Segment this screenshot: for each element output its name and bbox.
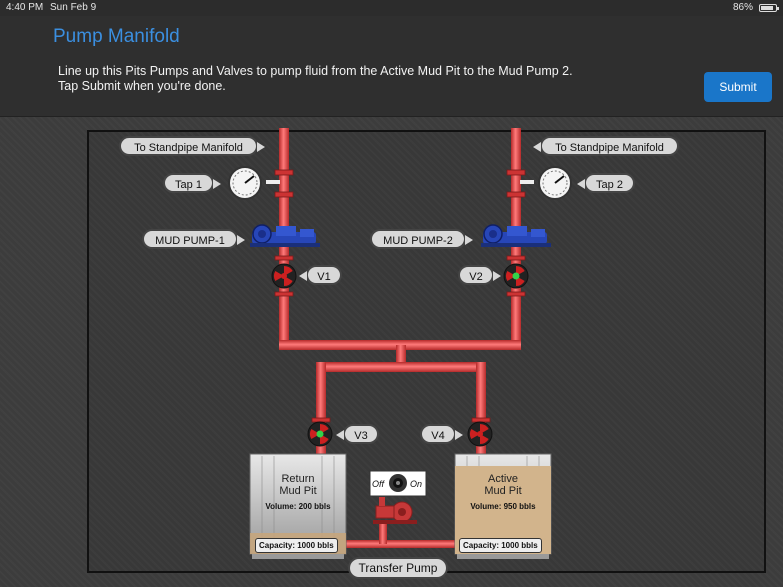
pipe-center-stem xyxy=(396,345,406,367)
tap-1-label[interactable]: Tap 1 xyxy=(163,173,221,193)
flange xyxy=(506,291,526,297)
return-pit-volume: Volume: 200 bbls xyxy=(265,502,331,511)
pipe-left-drop xyxy=(316,362,326,457)
flange xyxy=(506,169,526,176)
flange xyxy=(471,417,491,423)
active-pit-volume: Volume: 950 bbls xyxy=(470,502,536,511)
status-bar: 4:40 PM Sun Feb 9 86% xyxy=(0,0,783,16)
active-pit-line-2: Mud Pit xyxy=(484,485,522,497)
gauge-icon[interactable] xyxy=(538,166,572,200)
standpipe-manifold-right-label: To Standpipe Manifold xyxy=(533,136,679,156)
switch-off-label: Off xyxy=(372,479,385,489)
status-date: Sun Feb 9 xyxy=(50,2,97,13)
standpipe-manifold-left-label: To Standpipe Manifold xyxy=(119,136,265,156)
flange xyxy=(274,291,294,297)
tap-stub-left xyxy=(266,180,280,184)
instruction-text: Line up this Pits Pumps and Valves to pu… xyxy=(58,64,573,94)
instruction-line-2: Tap Submit when you're done. xyxy=(58,79,226,93)
flange xyxy=(506,191,526,198)
return-pit-capacity: Capacity: 1000 bbls xyxy=(255,538,338,553)
diagram-frame xyxy=(87,130,766,573)
pipe-lower-header xyxy=(316,362,486,372)
active-pit-capacity: Capacity: 1000 bbls xyxy=(459,538,542,553)
active-pit-title: Active Mud Pit xyxy=(455,473,551,497)
valve-v4-label: V4 xyxy=(420,424,463,444)
battery-icon xyxy=(759,4,779,12)
status-time: 4:40 PM xyxy=(6,2,44,13)
valve-v3-label: V3 xyxy=(336,424,379,444)
pipe-transfer-up xyxy=(379,522,387,544)
active-pit-line-1: Active xyxy=(488,473,518,485)
valve-v1-label: V1 xyxy=(299,265,342,285)
gauge-icon[interactable] xyxy=(228,166,262,200)
submit-button[interactable]: Submit xyxy=(704,72,772,102)
flange xyxy=(274,191,294,198)
return-pit-line-2: Mud Pit xyxy=(279,485,317,497)
valve-v1-icon[interactable] xyxy=(271,263,297,289)
switch-on-label: On xyxy=(410,479,423,489)
mud-pump-1-icon[interactable] xyxy=(250,224,320,247)
header: Pump Manifold Line up this Pits Pumps an… xyxy=(0,16,783,117)
main-area xyxy=(0,117,783,587)
mud-pump-1-label: MUD PUMP-1 xyxy=(142,229,245,249)
mud-pump-2-icon[interactable] xyxy=(481,224,551,247)
transfer-pump-switch[interactable] xyxy=(369,470,427,497)
mud-pump-2-label: MUD PUMP-2 xyxy=(370,229,473,249)
valve-v3-icon[interactable] xyxy=(307,421,333,447)
return-pit-line-1: Return xyxy=(281,473,315,485)
valve-v2-label: V2 xyxy=(458,265,501,285)
flange xyxy=(506,255,526,261)
pipe-transfer-line xyxy=(344,540,457,548)
battery-percentage: 86% xyxy=(732,2,753,13)
valve-v2-icon[interactable] xyxy=(503,263,529,289)
tap-stub-right xyxy=(520,180,534,184)
valve-v4-icon[interactable] xyxy=(467,421,493,447)
pipe-right-drop xyxy=(476,362,486,457)
flange xyxy=(274,255,294,261)
tap-2-label[interactable]: Tap 2 xyxy=(577,173,635,193)
return-pit-title: Return Mud Pit xyxy=(250,473,346,497)
transfer-pump-icon[interactable] xyxy=(373,497,417,524)
flange xyxy=(311,417,331,423)
flange xyxy=(274,169,294,176)
page-title: Pump Manifold xyxy=(53,26,180,47)
transfer-pump-label: Transfer Pump xyxy=(348,557,448,579)
instruction-line-1: Line up this Pits Pumps and Valves to pu… xyxy=(58,64,573,78)
